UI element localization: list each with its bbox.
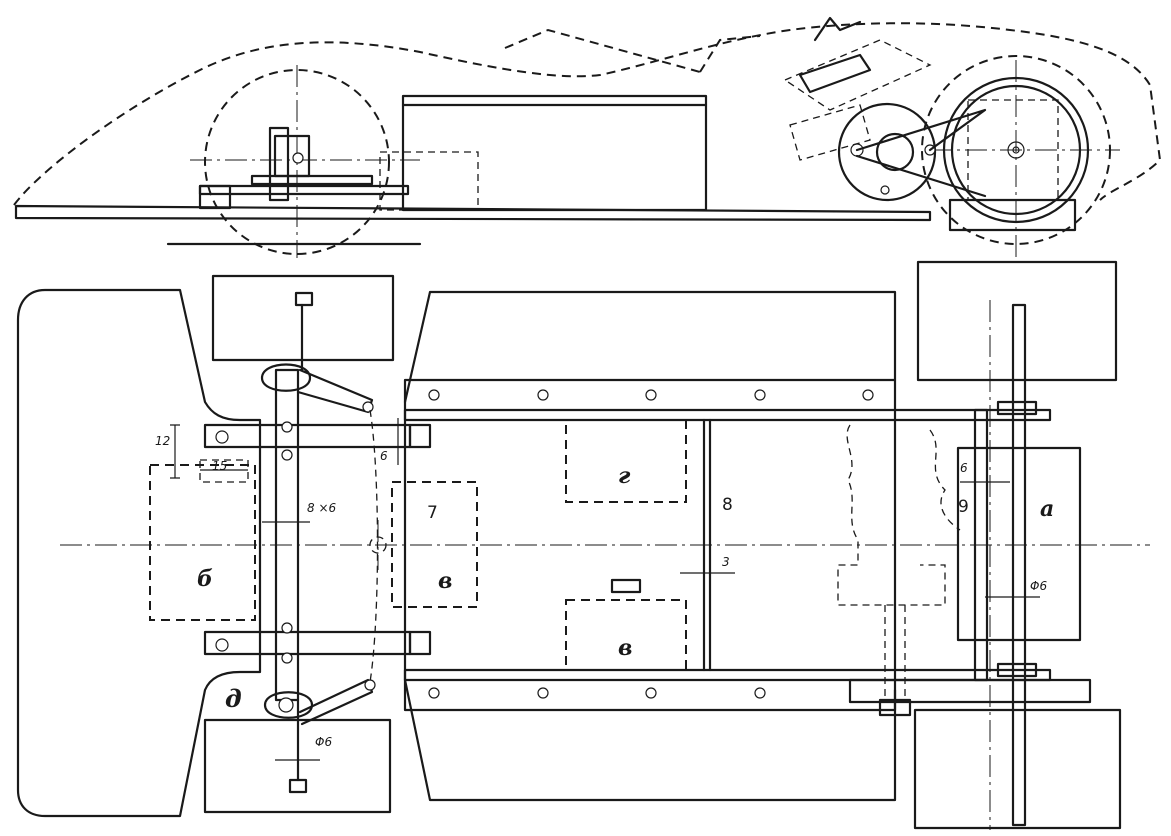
label-d: д <box>225 684 242 713</box>
component-d <box>149 464 256 621</box>
label-b: б <box>197 566 213 592</box>
body-outline <box>13 22 1162 206</box>
battery-box-side <box>401 94 708 212</box>
rear-right-wheel <box>913 708 1122 830</box>
dim-6-left: 6 <box>380 449 388 463</box>
component-g <box>565 419 687 503</box>
front-bumper-outline <box>16 288 262 818</box>
steering-knuckle-top <box>260 363 374 414</box>
dim-8x6: 8 ×6 <box>307 501 337 515</box>
label-7: 7 <box>427 503 438 523</box>
label-v-bottom: в <box>618 635 632 661</box>
dim-phi6-bottom: Φ6 <box>315 735 332 749</box>
dim-phi6-right: Φ6 <box>1030 579 1047 593</box>
top-view <box>16 260 1150 830</box>
label-a: а <box>1040 496 1054 522</box>
label-v-left: в <box>438 568 452 594</box>
chassis-plate-side <box>14 204 932 222</box>
dim-3: 3 <box>722 555 730 569</box>
dim-6-right: 6 <box>960 461 968 475</box>
motor-block <box>956 446 1082 642</box>
front-axle-block <box>273 134 311 178</box>
cockpit-outline <box>504 28 761 73</box>
dim-15: 15 <box>212 459 227 473</box>
label-9: 9 <box>958 497 969 517</box>
rear-axle <box>1011 303 1027 827</box>
label-g: г <box>618 463 631 489</box>
dim-12: 12 <box>155 434 170 448</box>
front-axle-bar <box>274 368 300 702</box>
rail-bolts <box>428 389 874 699</box>
front-wheel-side <box>204 69 390 255</box>
rear-left-wheel <box>916 260 1118 382</box>
side-view <box>13 16 1162 258</box>
label-8: 8 <box>722 495 733 515</box>
component-v-bottom <box>565 599 687 671</box>
